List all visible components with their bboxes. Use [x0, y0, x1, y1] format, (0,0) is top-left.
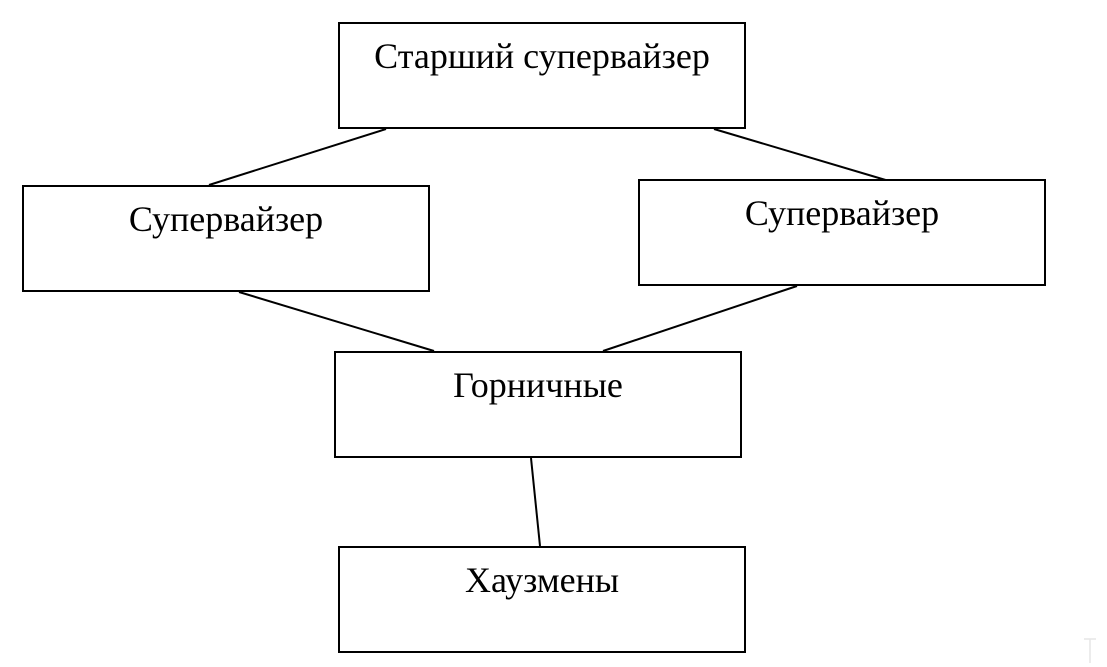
- node-housemen: Хаузмены: [338, 546, 746, 653]
- node-label: Супервайзер: [128, 199, 324, 239]
- edge-senior-to-supervisor-right: [713, 128, 890, 182]
- node-label: Старший супервайзер: [374, 36, 710, 76]
- node-senior-supervisor: Старший супервайзер: [338, 22, 746, 129]
- edge-supervisor-left-to-maids: [238, 291, 435, 352]
- text-cursor-icon: [1084, 638, 1096, 663]
- edge-senior-to-supervisor-left: [208, 128, 387, 186]
- edge-maids-to-housemen: [530, 457, 541, 547]
- node-maids: Горничные: [334, 351, 742, 458]
- node-label: Супервайзер: [744, 193, 940, 233]
- node-label: Хаузмены: [464, 560, 620, 600]
- node-supervisor-left: Супервайзер: [22, 185, 430, 292]
- edge-supervisor-right-to-maids: [602, 285, 798, 352]
- node-supervisor-right: Супервайзер: [638, 179, 1046, 286]
- node-label: Горничные: [453, 365, 623, 405]
